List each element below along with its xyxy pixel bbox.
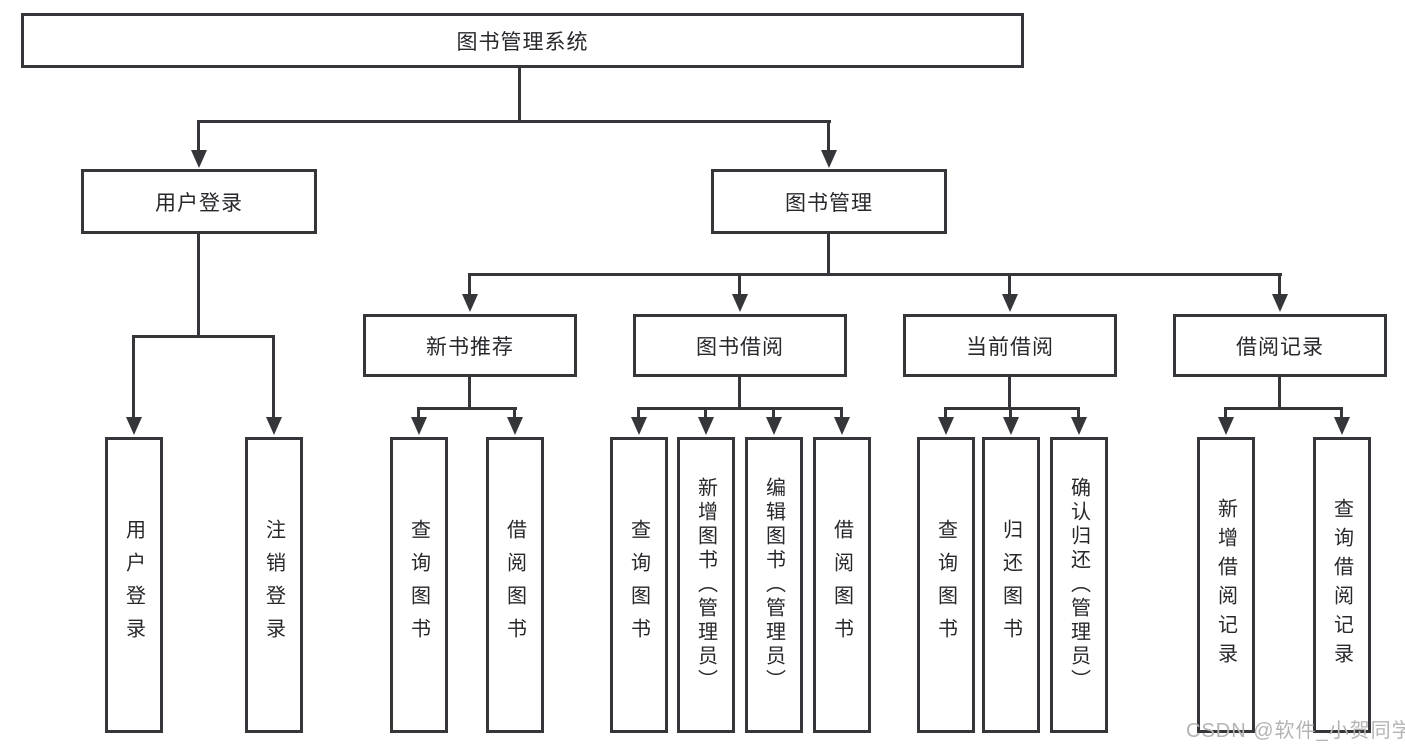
connector-vline	[840, 407, 843, 417]
leaf-edit-book-admin: 编辑图书（管理员）	[745, 437, 803, 733]
connector-vline	[1009, 407, 1012, 417]
connector-vline	[197, 234, 200, 335]
connector-vline	[272, 335, 275, 417]
connector-arrowhead	[126, 417, 142, 435]
connector-vline	[417, 407, 420, 417]
connector-arrowhead	[1272, 294, 1288, 312]
connector-vline	[827, 120, 830, 150]
leaf-query-book: 查询图书	[390, 437, 448, 733]
connector-arrowhead	[732, 294, 748, 312]
node-user-login: 用户登录	[81, 169, 317, 234]
leaf-add-borrow-record: 新增借阅记录	[1197, 437, 1255, 733]
connector-vline	[704, 407, 707, 417]
connector-vline	[518, 68, 521, 120]
leaf-query-book-2: 查询图书	[610, 437, 668, 733]
connector-hline	[944, 407, 1080, 410]
connector-vline	[197, 120, 200, 150]
connector-vline	[513, 407, 516, 417]
connector-arrowhead	[507, 417, 523, 435]
connector-arrowhead	[766, 417, 782, 435]
leaf-add-book-admin: 新增图书（管理员）	[677, 437, 735, 733]
connector-vline	[468, 377, 471, 407]
connector-arrowhead	[1334, 417, 1350, 435]
node-borrowing-records: 借阅记录	[1173, 314, 1387, 377]
connector-arrowhead	[821, 150, 837, 168]
connector-vline	[468, 273, 471, 294]
connector-arrowhead	[462, 294, 478, 312]
connector-arrowhead	[1071, 417, 1087, 435]
connector-vline	[637, 407, 640, 417]
connector-vline	[827, 234, 830, 273]
connector-vline	[738, 273, 741, 294]
connector-arrowhead	[266, 417, 282, 435]
connector-arrowhead	[834, 417, 850, 435]
leaf-confirm-return-admin: 确认归还（管理员）	[1050, 437, 1108, 733]
connector-arrowhead	[698, 417, 714, 435]
connector-hline	[637, 407, 843, 410]
csdn-watermark: CSDN @软件_小贺同学	[1186, 720, 1405, 742]
connector-hline	[417, 407, 517, 410]
connector-arrowhead	[1003, 417, 1019, 435]
node-book-borrowing: 图书借阅	[633, 314, 847, 377]
leaf-logout: 注销登录	[245, 437, 303, 733]
connector-vline	[738, 377, 741, 407]
connector-vline	[944, 407, 947, 417]
connector-vline	[1278, 377, 1281, 407]
connector-hline	[468, 273, 1282, 276]
node-current-borrowing: 当前借阅	[903, 314, 1117, 377]
connector-arrowhead	[411, 417, 427, 435]
leaf-borrow-book-2: 借阅图书	[813, 437, 871, 733]
leaf-query-borrow-record: 查询借阅记录	[1313, 437, 1371, 733]
node-library-management-system: 图书管理系统	[21, 13, 1024, 68]
connector-vline	[132, 335, 135, 417]
connector-vline	[1278, 273, 1281, 294]
leaf-return-book: 归还图书	[982, 437, 1040, 733]
connector-vline	[1077, 407, 1080, 417]
connector-vline	[772, 407, 775, 417]
connector-arrowhead	[938, 417, 954, 435]
connector-hline	[197, 120, 831, 123]
leaf-borrow-book: 借阅图书	[486, 437, 544, 733]
connector-hline	[132, 335, 275, 338]
leaf-query-book-3: 查询图书	[917, 437, 975, 733]
connector-arrowhead	[631, 417, 647, 435]
connector-vline	[1008, 377, 1011, 407]
connector-arrowhead	[191, 150, 207, 168]
node-new-book-recommend: 新书推荐	[363, 314, 577, 377]
connector-arrowhead	[1218, 417, 1234, 435]
connector-arrowhead	[1002, 294, 1018, 312]
connector-hline	[1224, 407, 1343, 410]
connector-vline	[1340, 407, 1343, 417]
connector-vline	[1008, 273, 1011, 294]
leaf-user-login: 用户登录	[105, 437, 163, 733]
connector-vline	[1224, 407, 1227, 417]
node-book-management: 图书管理	[711, 169, 947, 234]
